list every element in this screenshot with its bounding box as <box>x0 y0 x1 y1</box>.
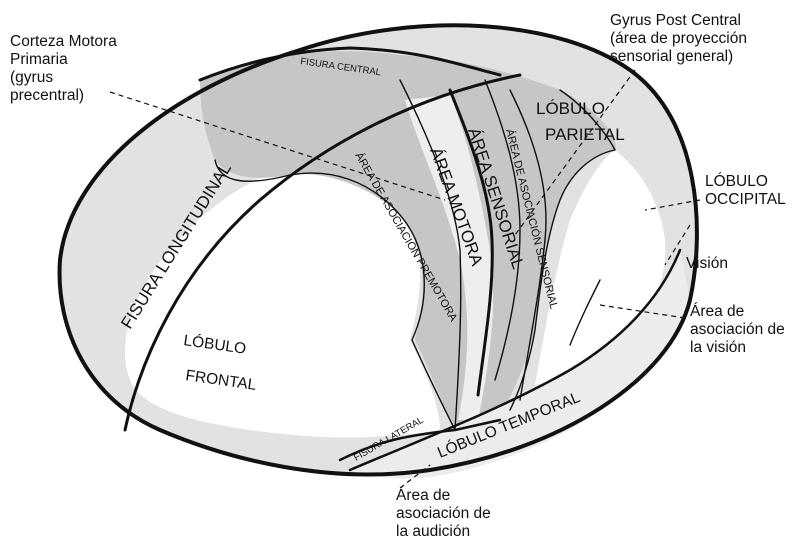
corteza-motora-label: Corteza Motora Primaria (gyrus precentra… <box>10 33 121 104</box>
lobulo-occipital-label: LÓBULO OCCIPITAL <box>705 173 786 208</box>
asociacion-audicion-label: Área de asociación de la audición <box>396 487 495 540</box>
gyrus-post-central-label: Gyrus Post Central (área de proyección s… <box>610 12 751 65</box>
lobulo-parietal-label-1: LÓBULO <box>536 99 605 118</box>
lobulo-parietal-label-2: PARIETAL <box>545 125 625 144</box>
asociacion-vision-label: Área de asociación de la visión <box>690 303 789 356</box>
vision-label: Visión <box>686 255 728 272</box>
